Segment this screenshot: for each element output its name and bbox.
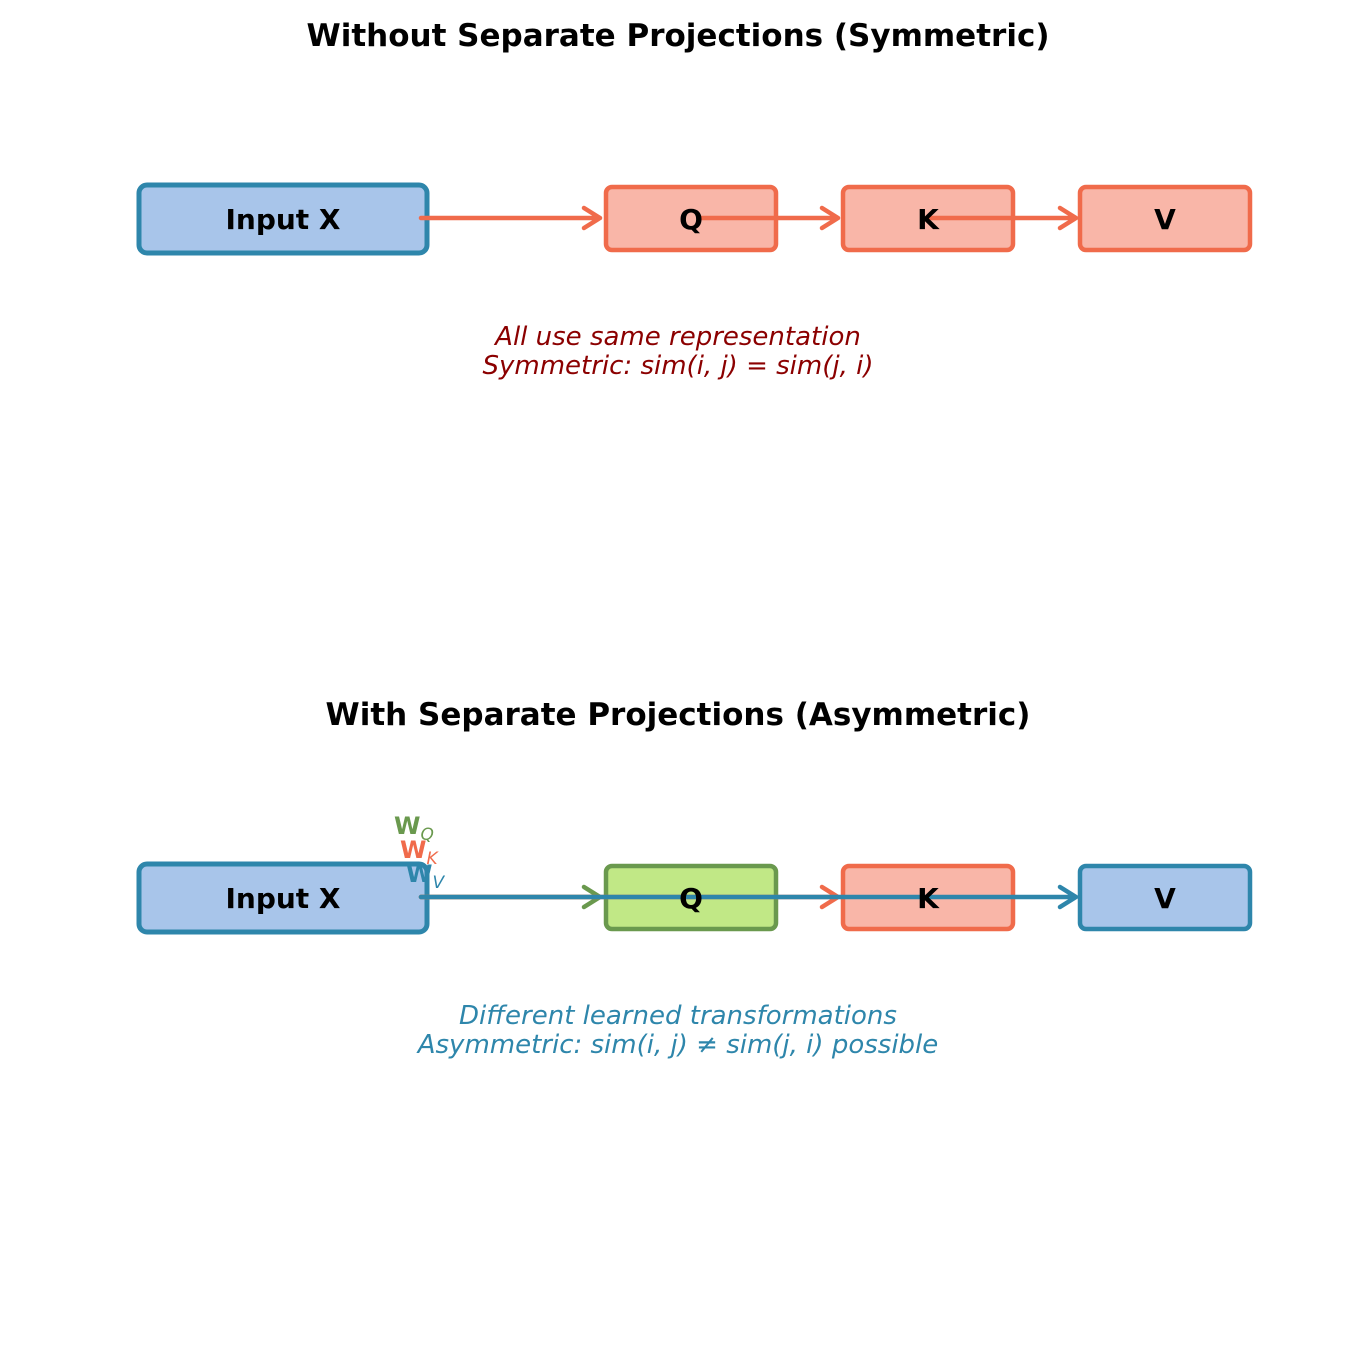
top-note-line2: Symmetric: sim(i, j) = sim(j, i) [482,351,873,381]
bottom-note-line1: Different learned transformations [459,1001,897,1031]
wv-label: WV [406,860,445,893]
top-k-label: K [917,203,940,236]
top-v-label: V [1154,203,1176,236]
top-note-line1: All use same representation [493,322,861,352]
top-input-label: Input X [225,203,340,236]
top-title: Without Separate Projections (Symmetric) [307,18,1050,54]
top-q-label: Q [679,203,703,236]
wq-label: WQ [394,812,434,845]
top-arrow-to-q [418,205,603,231]
top-v-box [1077,184,1253,253]
bottom-q-label: Q [679,882,703,915]
bottom-arrow-to-v [418,884,1079,910]
bottom-k-label: K [917,882,940,915]
top-arrow-to-v [927,205,1079,231]
bottom-v-box [1077,863,1253,932]
top-arrow-to-k [697,205,841,231]
bottom-v-label: V [1154,882,1176,915]
bottom-title: With Separate Projections (Asymmetric) [326,697,1031,733]
bottom-input-label: Input X [225,882,340,915]
bottom-note-line2: Asymmetric: sim(i, j) ≠ sim(j, i) possib… [416,1030,939,1060]
wk-label: WK [400,836,439,869]
